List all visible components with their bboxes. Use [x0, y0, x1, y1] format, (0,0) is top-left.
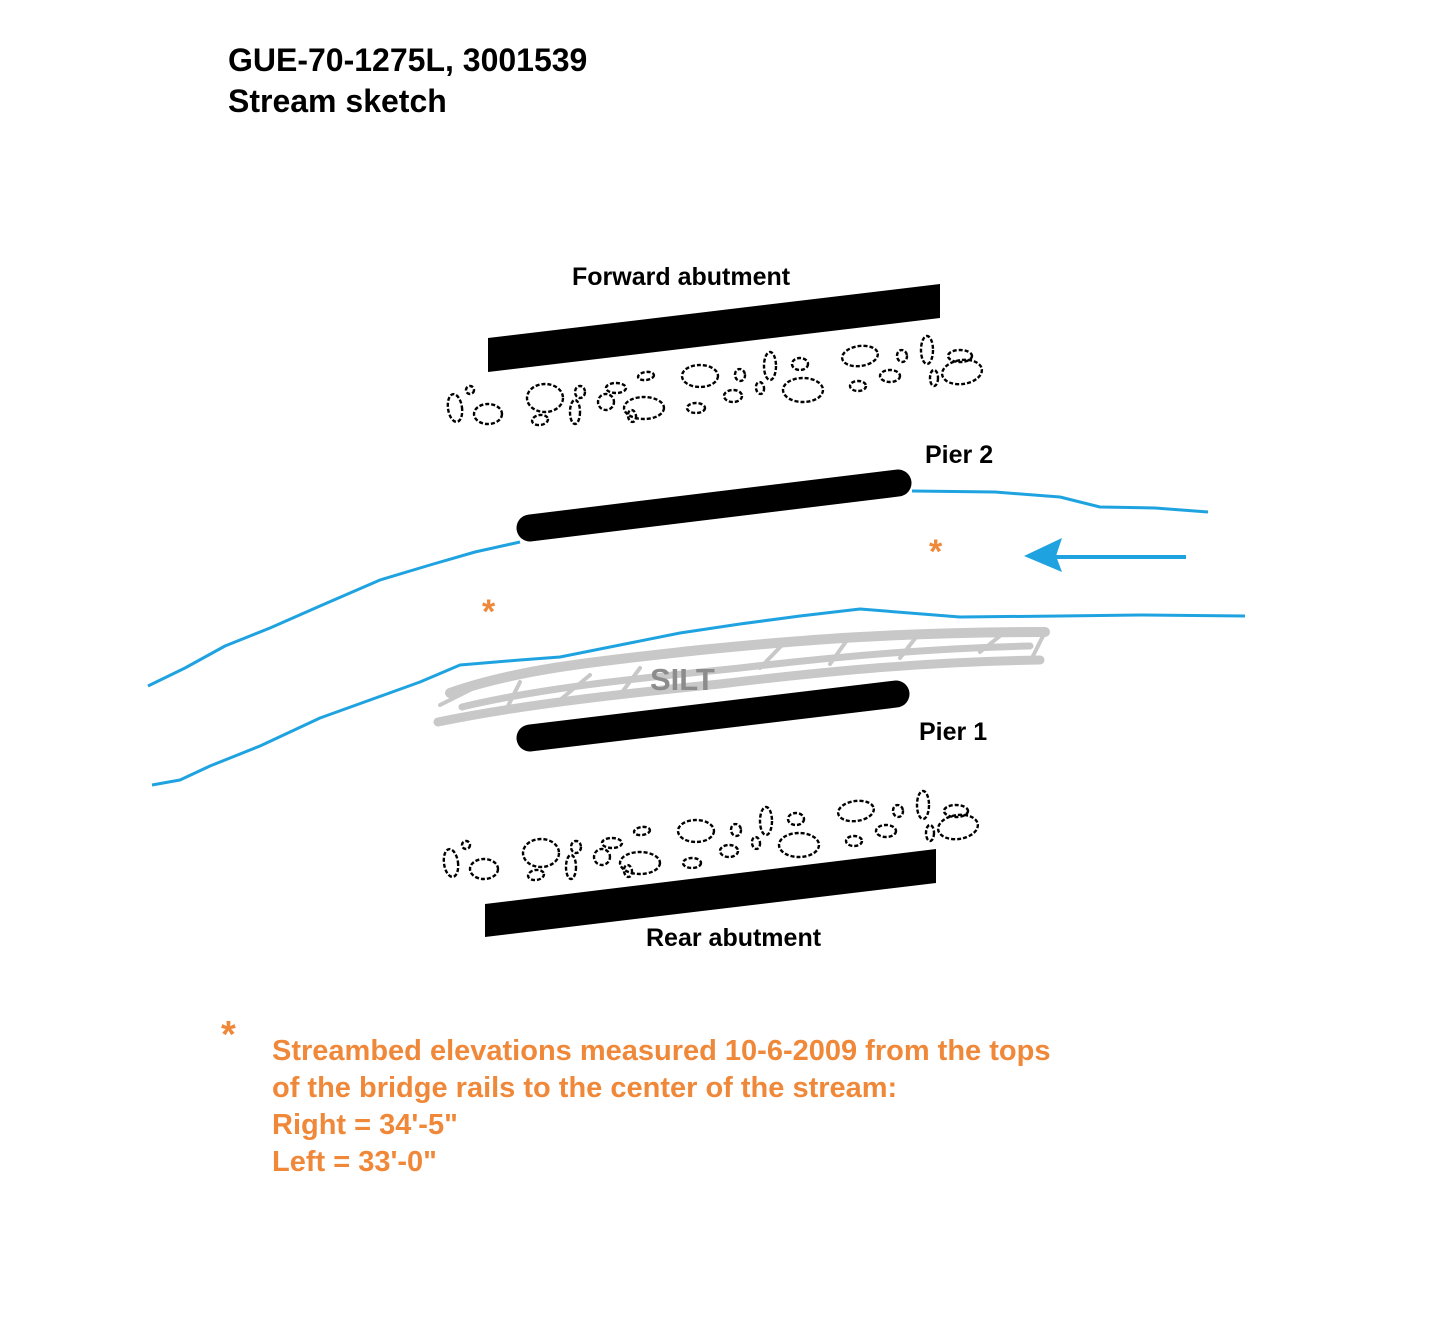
rock-outline-icon [915, 789, 931, 821]
rock-outline-icon [718, 843, 740, 859]
rock-outline-icon [622, 395, 666, 421]
pier-2-label: Pier 2 [925, 441, 993, 469]
rock-outline-icon [750, 835, 762, 851]
sketch-title: GUE-70-1275L, 3001539 [228, 42, 588, 78]
forward-abutment [488, 284, 940, 372]
rock-outline-icon [777, 831, 821, 859]
rear-abutment [485, 849, 936, 937]
rock-outline-icon [604, 381, 628, 395]
rock-outline-icon [626, 408, 638, 424]
pier-1 [516, 680, 910, 752]
forward-abutment-label: Forward abutment [572, 263, 791, 291]
rock-outline-icon [848, 379, 868, 393]
measurement-marker-left: * [482, 593, 496, 631]
rock-outline-icon [568, 398, 582, 426]
rock-outline-icon [472, 402, 504, 426]
riprap-forward [446, 334, 984, 427]
rock-outline-icon [525, 382, 565, 414]
rock-outline-icon [762, 350, 778, 382]
pier-1-label: Pier 1 [919, 718, 987, 746]
stream-banks [147, 489, 1246, 787]
rock-outline-icon [844, 834, 864, 848]
rock-outline-icon [924, 823, 936, 843]
rock-outline-icon [530, 413, 550, 427]
rock-outline-icon [632, 825, 652, 837]
rock-outline-icon [446, 392, 464, 424]
rock-outline-icon [840, 344, 880, 368]
sketch-subtitle: Stream sketch [228, 83, 447, 119]
rock-outline-icon [526, 868, 546, 882]
rock-outline-icon [681, 856, 703, 870]
note-line-2: of the bridge rails to the center of the… [272, 1072, 898, 1104]
riprap-rear [442, 789, 980, 882]
rock-outline-icon [521, 837, 561, 869]
rock-outline-icon [781, 376, 825, 404]
rock-outline-icon [592, 847, 612, 867]
rock-outline-icon [722, 388, 744, 404]
rock-outline-icon [680, 363, 720, 389]
rock-outline-icon [464, 384, 476, 396]
rock-outline-icon [758, 805, 774, 837]
rock-outline-icon [754, 380, 766, 396]
rock-outline-icon [936, 813, 980, 841]
elevation-note: Streambed elevations measured 10-6-2009 … [272, 1033, 1050, 1181]
stream-bank-lower [151, 607, 1246, 787]
note-asterisk: * [221, 1014, 236, 1056]
rock-outline-icon [636, 370, 656, 382]
rock-outline-icon [786, 811, 806, 827]
rock-outline-icon [442, 847, 460, 879]
arrow-left-icon [1024, 538, 1186, 572]
rock-outline-icon [676, 818, 716, 844]
silt-label: SILT [650, 662, 715, 697]
silt-deposit [433, 627, 1050, 727]
rock-outline-icon [468, 857, 500, 881]
rock-outline-icon [729, 822, 743, 838]
rock-outline-icon [928, 368, 940, 388]
measurement-marker-right: * [929, 533, 943, 571]
rock-outline-icon [836, 799, 876, 823]
rock-outline-icon [895, 348, 909, 364]
rock-outline-icon [622, 863, 634, 879]
rear-abutment-label: Rear abutment [646, 924, 822, 952]
rock-outline-icon [733, 367, 747, 383]
rock-outline-icon [946, 348, 974, 364]
rock-outline-icon [874, 823, 898, 839]
rock-outline-icon [600, 836, 624, 850]
rock-outline-icon [618, 850, 662, 876]
note-line-left: Left = 33'-0" [272, 1146, 437, 1178]
rock-outline-icon [891, 803, 905, 819]
rock-outline-icon [942, 803, 970, 819]
note-line-right: Right = 34'-5" [272, 1109, 458, 1141]
rock-outline-icon [940, 358, 984, 386]
rock-outline-icon [569, 839, 583, 855]
rock-outline-icon [878, 368, 902, 384]
rock-outline-icon [573, 384, 587, 400]
rock-outline-icon [460, 839, 472, 851]
rock-outline-icon [685, 401, 707, 415]
rock-outline-icon [790, 356, 810, 372]
pier-2 [516, 469, 912, 542]
note-line-1: Streambed elevations measured 10-6-2009 … [272, 1035, 1051, 1067]
rock-outline-icon [564, 853, 578, 881]
rock-outline-icon [596, 392, 616, 412]
stream-bank-upper [147, 489, 1209, 688]
rock-outline-icon [919, 334, 935, 366]
